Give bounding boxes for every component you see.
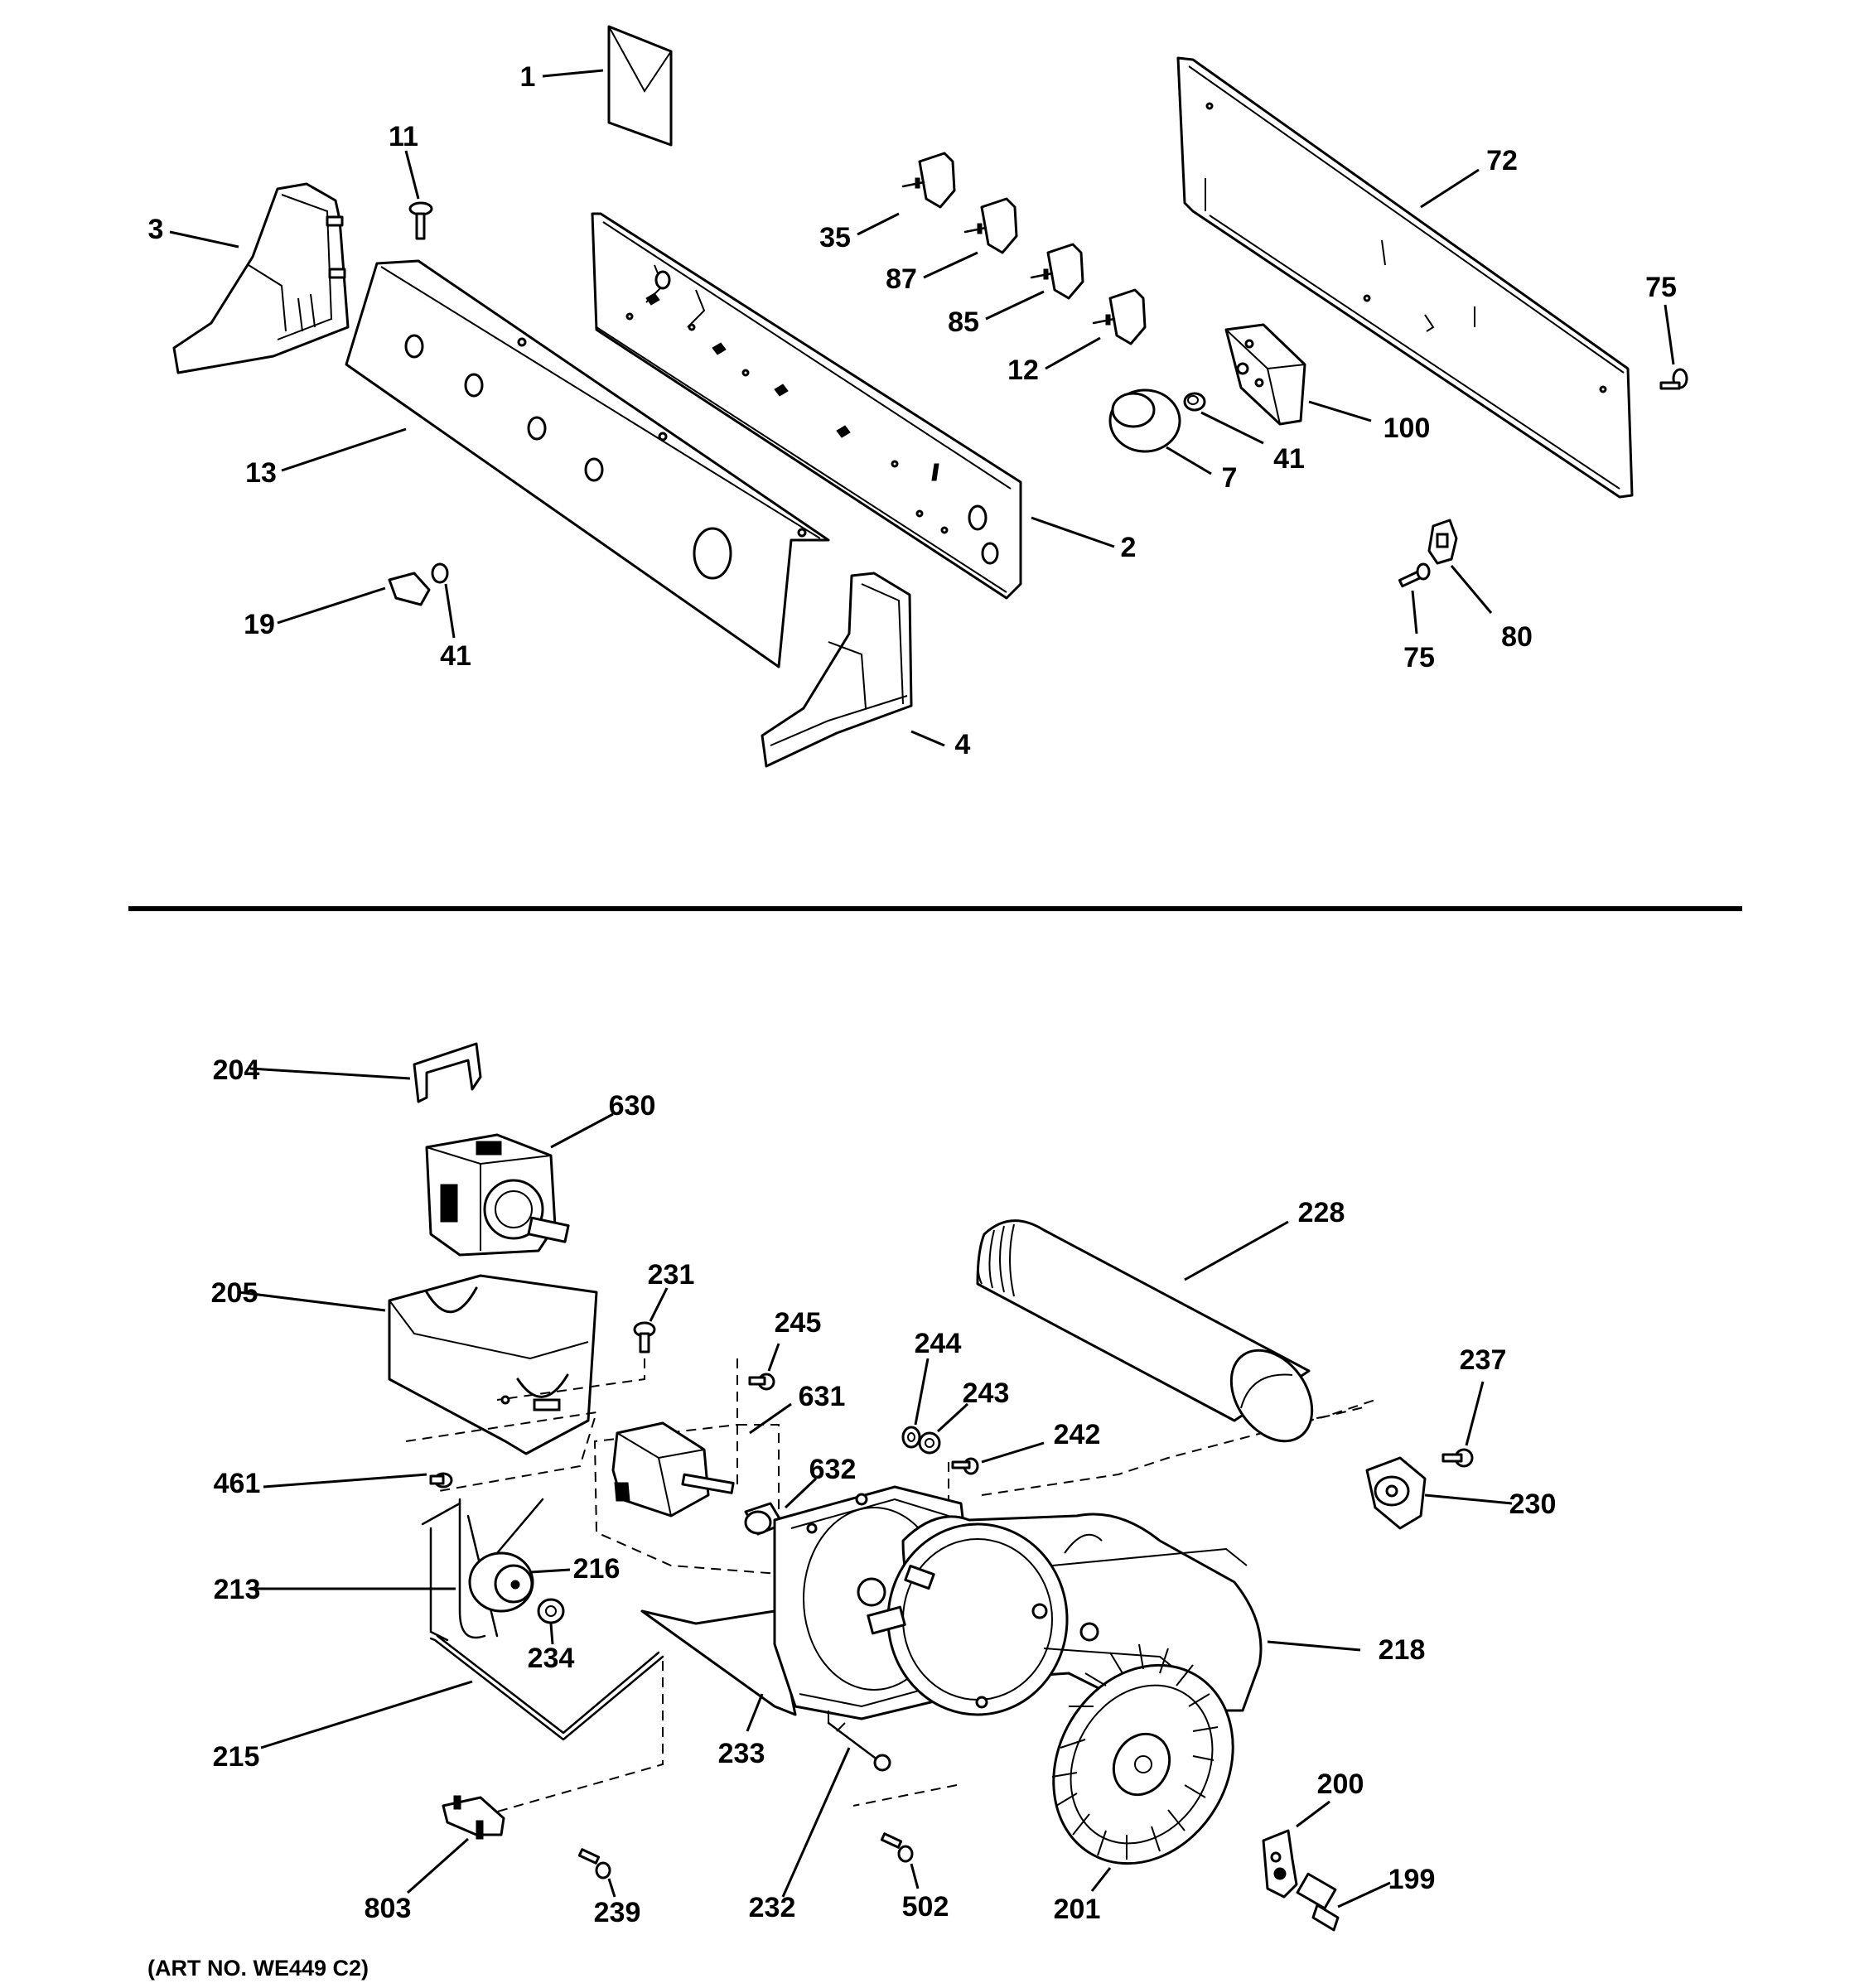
part-201-blower-wheel: [1051, 1643, 1234, 1865]
part-237-screw: [1441, 1448, 1474, 1468]
callout-75-upper: 75: [1645, 272, 1677, 303]
part-232-screw: [827, 1711, 891, 1772]
callout-87: 87: [886, 263, 917, 295]
part-216-idler-pulley: [468, 1498, 544, 1613]
callout-3: 3: [148, 214, 164, 245]
part-199-bolt: [1296, 1872, 1340, 1932]
callout-1: 1: [520, 61, 536, 93]
callout-213: 213: [214, 1574, 261, 1605]
callout-218: 218: [1379, 1634, 1426, 1666]
callout-502: 502: [902, 1891, 949, 1923]
callout-803: 803: [365, 1893, 412, 1924]
callout-41-left: 41: [440, 640, 471, 672]
part-87-switch: [963, 197, 1018, 254]
part-502-screw: [880, 1832, 914, 1863]
part-3-left-endcap: [172, 182, 350, 374]
art-number: (ART NO. WE449 C2): [147, 1956, 369, 1981]
part-4-right-endcap: [761, 572, 913, 768]
callout-234: 234: [528, 1643, 575, 1674]
callout-632: 632: [809, 1454, 857, 1485]
part-85-switch: [1030, 243, 1084, 300]
callout-228: 228: [1298, 1197, 1345, 1228]
part-13-control-panel: [345, 259, 830, 668]
part-631-motor-switch: [611, 1421, 735, 1518]
callout-242: 242: [1054, 1419, 1101, 1450]
callout-35: 35: [819, 222, 851, 253]
part-205-motor-bracket: [388, 1274, 598, 1455]
callout-204: 204: [213, 1054, 260, 1086]
part-41-spring-left: [431, 562, 449, 584]
callout-100: 100: [1384, 413, 1431, 444]
callout-243: 243: [963, 1378, 1010, 1409]
part-11-screw: [408, 201, 433, 240]
callout-13: 13: [245, 457, 277, 489]
callout-230: 230: [1509, 1489, 1557, 1520]
callout-80: 80: [1501, 621, 1533, 653]
part-630-drive-motor: [425, 1133, 570, 1257]
callout-231: 231: [648, 1259, 695, 1291]
callout-85: 85: [948, 306, 979, 338]
part-2-backsplash-bracket: [591, 212, 1022, 600]
callout-461: 461: [214, 1468, 261, 1499]
part-231-screw: [633, 1321, 656, 1353]
part-41-spring-right: [1183, 392, 1206, 412]
callout-237: 237: [1460, 1344, 1507, 1376]
callout-216: 216: [573, 1553, 621, 1585]
part-243-washer: [918, 1431, 941, 1455]
part-218-blower-duct: [867, 1513, 1263, 1716]
part-239-screw: [577, 1848, 611, 1879]
callout-72: 72: [1486, 145, 1518, 176]
callout-2: 2: [1121, 532, 1137, 563]
part-245-screw: [748, 1373, 775, 1391]
callout-11: 11: [389, 121, 418, 152]
part-75-screw-lower: [1398, 562, 1431, 588]
part-803-sensor: [442, 1795, 505, 1840]
part-12-switch: [1092, 288, 1147, 345]
part-242-screw: [951, 1457, 979, 1475]
part-230-thermostat: [1365, 1456, 1427, 1530]
callout-233: 233: [718, 1738, 765, 1769]
callout-4: 4: [955, 729, 971, 760]
callout-12: 12: [1007, 355, 1039, 386]
part-244-washer: [901, 1426, 921, 1449]
part-72-back-panel: [1176, 56, 1634, 499]
part-1-envelope: [607, 25, 673, 147]
callout-239: 239: [594, 1897, 641, 1928]
callout-245: 245: [775, 1307, 822, 1339]
callout-205: 205: [211, 1277, 258, 1309]
part-80-clip: [1427, 519, 1458, 565]
callout-200: 200: [1317, 1768, 1364, 1800]
callout-631: 631: [799, 1381, 846, 1412]
callout-244: 244: [915, 1328, 962, 1359]
callout-232: 232: [749, 1892, 796, 1923]
callout-215: 215: [213, 1741, 260, 1773]
part-7-knob: [1108, 388, 1181, 453]
callout-19: 19: [244, 609, 275, 640]
callout-75-lower: 75: [1403, 642, 1435, 673]
part-35-switch: [901, 152, 956, 209]
callout-41-right: 41: [1273, 443, 1305, 475]
part-234-nut: [537, 1598, 565, 1624]
part-228-exhaust-duct: [976, 1219, 1314, 1443]
part-200-clamp: [1262, 1829, 1298, 1899]
part-461-screw: [429, 1472, 453, 1489]
callout-630: 630: [609, 1090, 656, 1122]
part-75-screw-upper: [1659, 368, 1688, 390]
part-19-button: [388, 572, 431, 606]
callout-199: 199: [1388, 1864, 1436, 1895]
part-204-motor-clip: [413, 1042, 482, 1103]
callout-7: 7: [1222, 462, 1238, 494]
part-100-timer: [1224, 323, 1306, 426]
part-215-idler-rod: [429, 1634, 664, 1741]
callout-201: 201: [1054, 1894, 1101, 1925]
